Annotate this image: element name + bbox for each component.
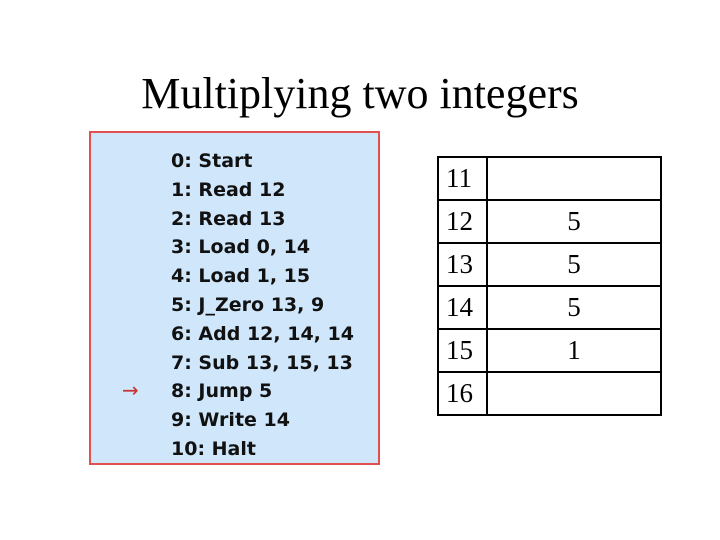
program-panel: 0: Start 1: Read 12 2: Read 13 3: Load 0… — [89, 131, 380, 465]
program-line-5: 5: J_Zero 13, 9 — [171, 293, 325, 316]
slide-title: Multiplying two integers — [141, 69, 579, 118]
memory-row: 16 — [437, 371, 662, 416]
memory-table: 11 12 5 13 5 14 5 15 1 16 — [437, 156, 662, 416]
program-line-3: 3: Load 0, 14 — [171, 236, 311, 259]
memory-row: 11 — [437, 156, 662, 201]
program-line-10: 10: Halt — [171, 437, 256, 460]
memory-address: 14 — [437, 285, 488, 330]
memory-row: 15 1 — [437, 328, 662, 373]
memory-row: 14 5 — [437, 285, 662, 330]
program-line-8: 8: Jump 5 — [171, 380, 273, 403]
program-listing: 0: Start 1: Read 12 2: Read 13 3: Load 0… — [171, 147, 354, 464]
program-line-2: 2: Read 13 — [171, 207, 286, 230]
program-line-1: 1: Read 12 — [171, 178, 286, 201]
memory-row: 13 5 — [437, 242, 662, 287]
memory-address: 12 — [437, 199, 488, 244]
memory-row: 12 5 — [437, 199, 662, 244]
memory-address: 16 — [437, 371, 488, 416]
memory-address: 15 — [437, 328, 488, 373]
memory-value — [486, 156, 662, 201]
memory-value — [486, 371, 662, 416]
memory-address: 11 — [437, 156, 488, 201]
memory-address: 13 — [437, 242, 488, 287]
program-line-7: 7: Sub 13, 15, 13 — [171, 351, 353, 374]
program-line-0: 0: Start — [171, 150, 253, 172]
program-line-4: 4: Load 1, 15 — [171, 265, 311, 288]
program-line-9: 9: Write 14 — [171, 409, 290, 432]
program-counter-arrow-icon: → — [122, 378, 139, 402]
memory-value: 1 — [486, 328, 662, 373]
memory-value: 5 — [486, 242, 662, 287]
program-line-6: 6: Add 12, 14, 14 — [171, 322, 354, 345]
memory-value: 5 — [486, 285, 662, 330]
memory-value: 5 — [486, 199, 662, 244]
